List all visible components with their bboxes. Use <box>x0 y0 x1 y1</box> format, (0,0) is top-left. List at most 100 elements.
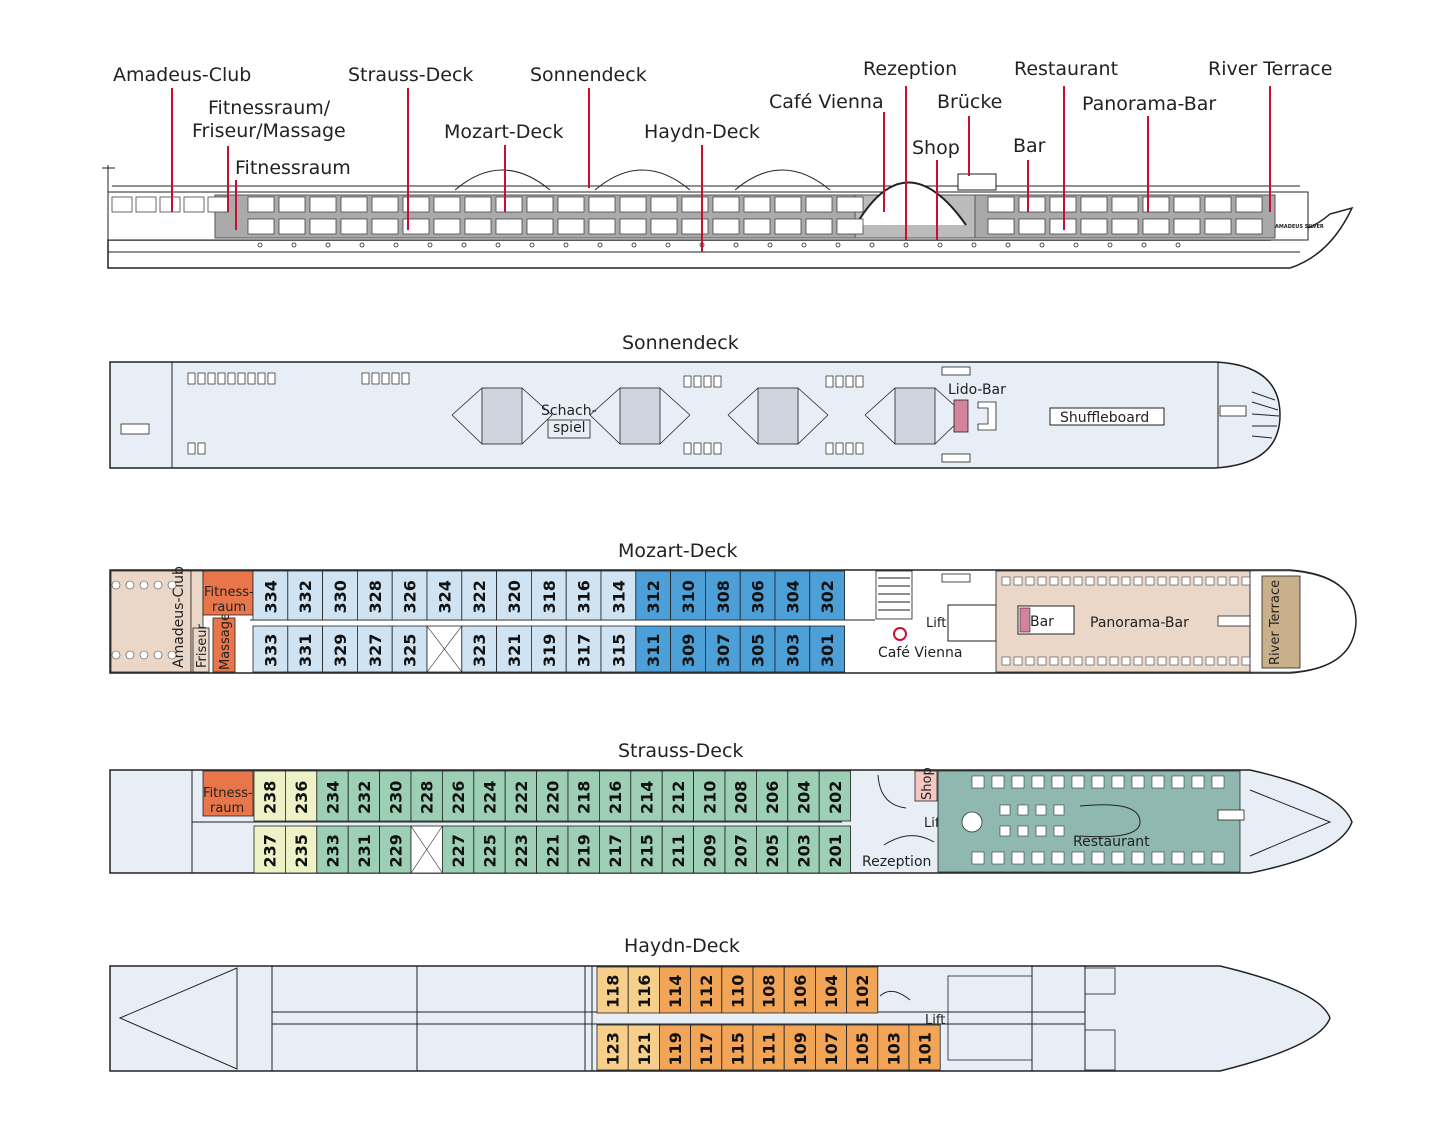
mozart-cabin-320: 320 <box>496 570 532 621</box>
strauss-fitness-line1: Fitness- <box>203 786 253 801</box>
cabin-number: 212 <box>669 781 688 814</box>
cabin-number: 328 <box>366 580 385 613</box>
haydn-cabin-101: 101 <box>908 1024 941 1071</box>
sonnendeck-title: Sonnendeck <box>622 332 739 354</box>
cabin-number: 214 <box>638 781 657 814</box>
mozart-amadeus-club: Amadeus-Club <box>171 566 187 668</box>
cabin-number: 218 <box>575 781 594 814</box>
label-bar: Bar <box>1013 135 1046 157</box>
cabin-number: 216 <box>606 781 625 814</box>
haydn-cabin-109: 109 <box>783 1024 816 1071</box>
mozart-friseur: Friseur <box>195 624 210 668</box>
haydn-cabin-117: 117 <box>690 1024 723 1071</box>
strauss-cabin-229: 229 <box>379 825 412 874</box>
mozart-deck-title: Mozart-Deck <box>618 540 738 562</box>
cabin-number: 316 <box>575 580 594 613</box>
mozart-cabin-317: 317 <box>565 625 602 673</box>
cabin-number: 123 <box>604 1032 623 1065</box>
strauss-cabin-221: 221 <box>536 825 569 874</box>
cabin-number: 320 <box>505 580 524 613</box>
cabin-number: 302 <box>818 580 837 613</box>
haydn-cabin-107: 107 <box>815 1024 848 1071</box>
cabin-number: 225 <box>481 834 500 867</box>
strauss-fitness-line2: raum <box>210 801 244 816</box>
mozart-lift: Lift <box>926 616 946 631</box>
mozart-cafe-vienna: Café Vienna <box>878 645 962 661</box>
label-sonnendeck: Sonnendeck <box>530 64 647 86</box>
haydn-cabin-116: 116 <box>627 966 660 1014</box>
cabin-number: 310 <box>679 580 698 613</box>
mozart-cabin-308: 308 <box>705 570 741 621</box>
label-fitnessraum: Fitnessraum <box>235 157 351 179</box>
mozart-cabin-325: 325 <box>391 625 428 673</box>
strauss-cabin-234: 234 <box>316 770 349 822</box>
cabin-number: 206 <box>763 781 782 814</box>
strauss-cabin-217: 217 <box>599 825 632 874</box>
cabin-number: 219 <box>575 834 594 867</box>
mozart-deck-plan: Mozart-Deck Amadeus-Club Friseur Massage… <box>109 540 1357 674</box>
cabin-number: 232 <box>355 781 374 814</box>
cabin-number: 311 <box>644 634 663 667</box>
strauss-cabin-231: 231 <box>347 825 381 874</box>
mozart-cabin-324: 324 <box>426 570 463 621</box>
cabin-number: 317 <box>575 634 594 667</box>
cabin-number: 314 <box>609 580 628 613</box>
cabin-number: 233 <box>324 834 343 867</box>
mozart-bar: Bar <box>1030 614 1054 630</box>
cabin-number: 110 <box>728 975 747 1008</box>
haydn-cabin-108: 108 <box>752 966 785 1014</box>
cabin-number: 327 <box>366 634 385 667</box>
cabin-number: 106 <box>791 975 810 1008</box>
haydn-deck-title: Haydn-Deck <box>624 935 740 957</box>
cabin-number: 322 <box>470 580 489 613</box>
strauss-cabin-209: 209 <box>693 825 726 874</box>
haydn-cabin-123: 123 <box>596 1024 629 1071</box>
strauss-cabin-218: 218 <box>567 770 600 822</box>
cabin-number: 102 <box>853 975 872 1008</box>
mozart-cabin-306: 306 <box>739 570 776 621</box>
cabin-number: 237 <box>261 834 280 867</box>
cabin-number: 234 <box>324 781 343 814</box>
cabin-number: 308 <box>714 580 733 613</box>
mozart-cabin-332: 332 <box>287 570 323 621</box>
label-shop: Shop <box>912 137 960 159</box>
label-cafe-vienna: Café Vienna <box>769 91 884 113</box>
sonnendeck-shuffleboard: Shuffleboard <box>1060 410 1149 426</box>
haydn-cabin-103: 103 <box>877 1024 910 1071</box>
strauss-cabin-215: 215 <box>630 825 663 874</box>
cabin-number: 318 <box>540 580 559 613</box>
ship-profile <box>102 165 1354 269</box>
haydn-cabin-106: 106 <box>783 966 816 1014</box>
mozart-cabin-315: 315 <box>600 625 637 673</box>
cabin-number: 209 <box>700 834 719 867</box>
strauss-cabin-232: 232 <box>347 770 381 822</box>
strauss-cabin-219: 219 <box>567 825 600 874</box>
sonnendeck-schach-line2: spiel <box>553 420 586 436</box>
cabin-number: 325 <box>401 634 420 667</box>
mozart-cabin-323: 323 <box>461 625 497 673</box>
mozart-cabin-314: 314 <box>600 570 637 621</box>
cabin-number: 202 <box>826 781 845 814</box>
cabin-number: 230 <box>386 781 405 814</box>
cabin-number: 309 <box>679 634 698 667</box>
ship-name: AMADEUS SILVER <box>1275 224 1324 230</box>
cabin-number: 108 <box>760 975 779 1008</box>
strauss-cabin-211: 211 <box>661 825 695 874</box>
cabin-number: 312 <box>644 580 663 613</box>
cabin-number: 224 <box>481 781 500 814</box>
cabin-number: 305 <box>749 634 768 667</box>
sonnendeck-plan: Sonnendeck Schach- spiel Lido-Bar Shuffl… <box>109 332 1281 469</box>
mozart-cabin-303: 303 <box>774 625 811 673</box>
cabin-number: 331 <box>296 634 315 667</box>
strauss-rezeption: Rezeption <box>862 854 931 870</box>
haydn-cabin-104: 104 <box>815 966 848 1014</box>
mozart-fitness-line2: raum <box>212 600 246 615</box>
haydn-cabin-105: 105 <box>846 1024 879 1071</box>
cabin-number: 332 <box>296 580 315 613</box>
label-fitnessraum-friseur-line1: Fitnessraum/ <box>208 97 331 119</box>
mozart-cabin-void <box>426 625 463 673</box>
strauss-deck-title: Strauss-Deck <box>618 740 743 762</box>
strauss-cabin-void <box>410 825 443 874</box>
haydn-cabin-111: 111 <box>752 1024 785 1071</box>
